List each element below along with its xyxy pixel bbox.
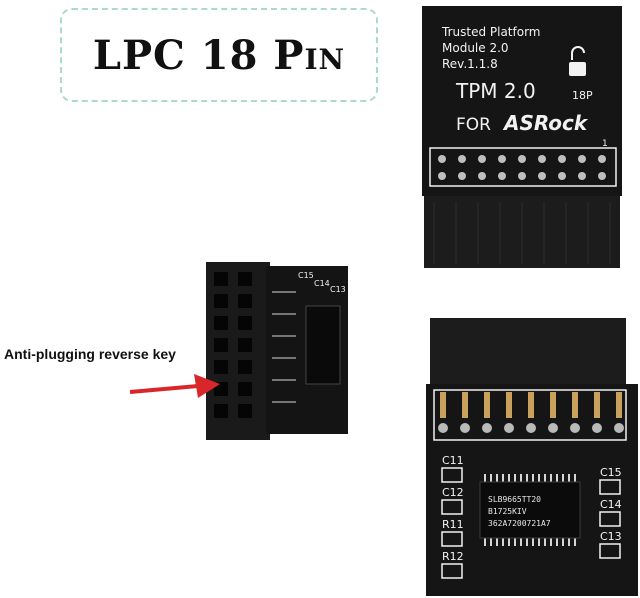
brand-logo: ASRock [502,111,589,135]
board-text-line1: Trusted Platform [441,25,540,39]
label-c14: C14 [600,498,622,511]
board-text-pins: 18P [572,89,593,102]
tpm-board-side-photo: C15 C14 C13 [206,262,352,442]
board-text-tpm: TPM 2.0 [455,79,536,103]
label-c12: C12 [442,486,464,499]
board-text-line3: Rev.1.1.8 [442,57,498,71]
gold-pin-row [433,389,627,441]
board-text-line2: Module 2.0 [442,41,509,55]
label-c15: C15 [600,466,622,479]
side-label-c14: C14 [314,279,330,288]
label-c11: C11 [442,454,464,467]
tpm-board-back-photo: C11 C12 R11 R12 C15 C14 C13 [426,318,638,596]
chip-marking-line2: B1725KIV [488,507,527,516]
board-text-for: FOR [456,115,491,135]
chip-marking-line1: SLB9665TT20 [488,495,541,504]
tpm-chip [305,305,341,385]
label-r12: R12 [442,550,464,563]
title-frame: LPC 18 Pin [60,8,378,102]
label-c13: C13 [600,530,622,543]
lock-icon [569,46,586,76]
reverse-key-label: Anti-plugging reverse key [4,346,176,362]
tpm-board-front-photo: Trusted Platform Module 2.0 Rev.1.1.8 TP… [422,6,622,268]
board-text-pin-one: 1 [602,139,608,149]
tpm-chip: SLB9665TT20 B1725KIV 362A7200721A7 [479,474,581,546]
arrow-icon [129,374,220,398]
header-pin-row [429,147,617,187]
side-label-c13: C13 [330,285,346,294]
chip-marking-line3: 362A7200721A7 [488,519,551,528]
page-title: LPC 18 Pin [92,31,346,79]
label-r11: R11 [442,518,464,531]
side-label-c15: C15 [298,271,314,280]
